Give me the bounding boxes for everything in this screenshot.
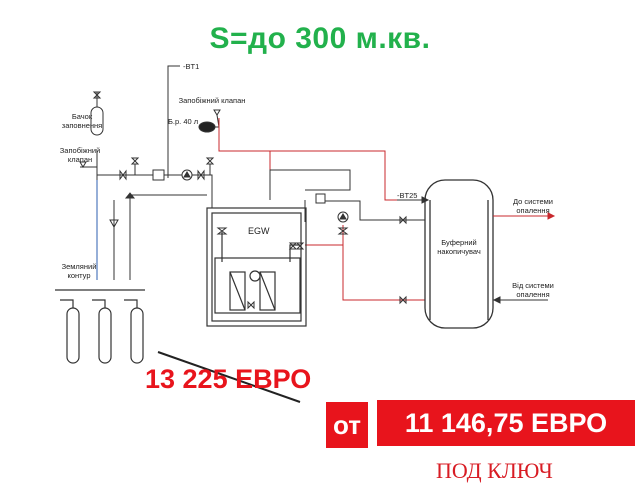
ground-loop-label: Земляний контур (61, 262, 97, 280)
buffer-tank-shape (424, 179, 494, 329)
heating-return (492, 296, 548, 304)
bt1-sensor (167, 65, 180, 178)
headline-area: S=до 300 м.кв. (209, 22, 431, 55)
safety-valve-left-label: Запобіжний клапан (59, 146, 101, 164)
egw-label: EGW (248, 226, 270, 236)
fill-tank-label: Бачок заповнення (61, 112, 103, 130)
safety-valve-top-label: Запобіжний клапан (178, 96, 246, 105)
egw-unit (206, 207, 307, 327)
bt25-sensor (397, 196, 430, 204)
egw-valves (216, 227, 305, 310)
bt1-label: -BT1 (183, 62, 200, 71)
ground-return (109, 192, 207, 280)
bt25-label: -BT25 (397, 191, 418, 200)
return-line-hot (305, 225, 425, 301)
new-price: 11 146,75 ЕВРО (377, 400, 635, 446)
old-price-strike (157, 351, 301, 403)
to-heating-label: До системи опалення (513, 197, 553, 215)
valve-right-loop (337, 215, 407, 305)
heating-out (493, 212, 556, 220)
from-label: от (326, 402, 368, 448)
turnkey-label: ПОД КЛЮЧ (436, 458, 553, 483)
expansion-tank-label: Б.р. 40 л (168, 117, 199, 126)
from-heating-label: Від системи опалення (512, 281, 554, 299)
expansion-vessel (198, 121, 219, 133)
old-price: 13 225 ЕВРО (145, 364, 312, 394)
brine-line-components (119, 157, 215, 181)
ground-probes (55, 289, 145, 364)
fill-tank (90, 106, 104, 136)
buffer-tank-label: Буферний накопичувач (437, 238, 481, 256)
buffer-loop (269, 169, 351, 222)
circulation-pump-right (337, 211, 349, 223)
supply-line-hot (218, 118, 425, 201)
buffer-return-top (315, 193, 425, 221)
